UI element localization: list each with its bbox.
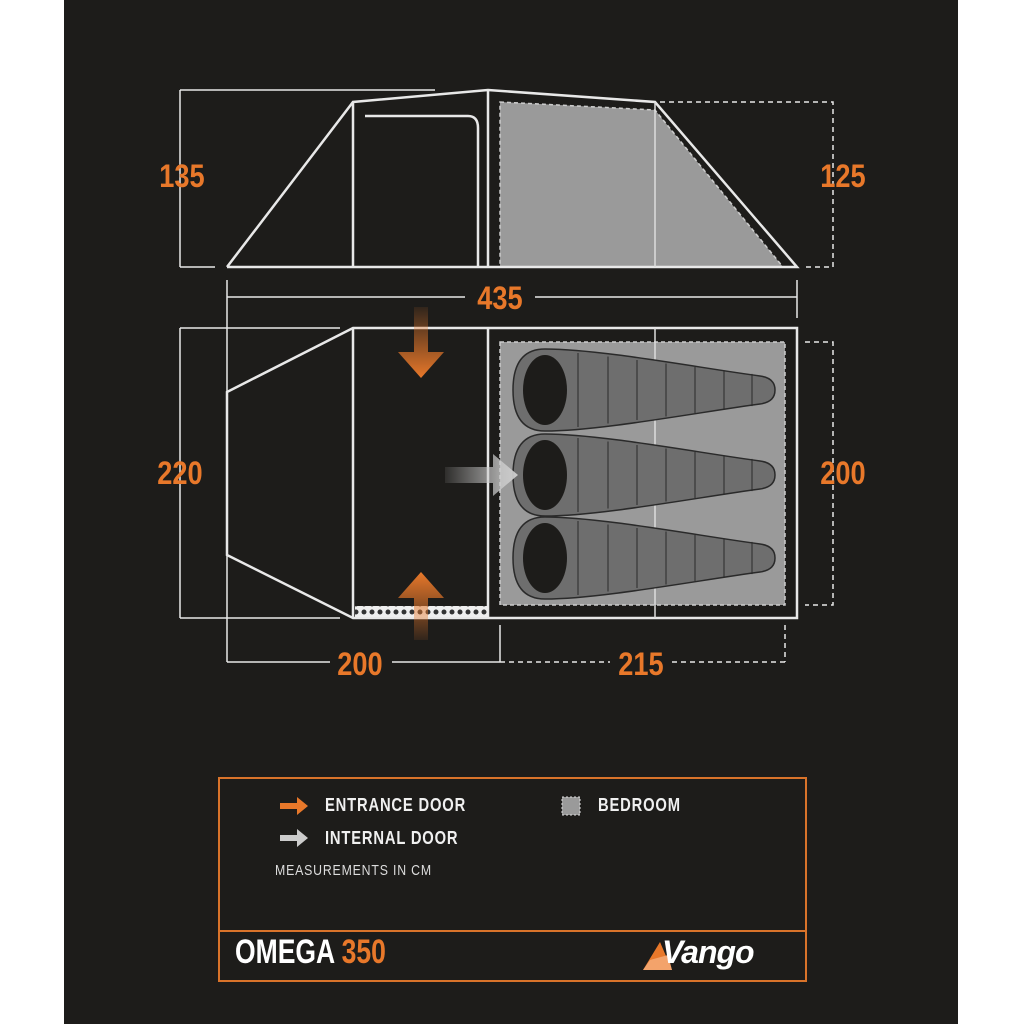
dim-side-right-height: 125	[820, 159, 865, 195]
legend-box	[218, 777, 807, 982]
dim-floor-left-width: 220	[157, 456, 202, 492]
dim-floor-right-width: 200	[820, 456, 865, 492]
legend-bedroom: BEDROOM	[598, 795, 681, 815]
side-bedroom-area	[499, 101, 785, 268]
side-outline	[226, 88, 800, 269]
product-model: 350	[341, 933, 386, 971]
product-name-text: OMEGA	[235, 933, 335, 971]
measurements-note: MEASUREMENTS IN CM	[275, 862, 432, 879]
dim-living-length: 200	[337, 647, 382, 683]
legend-internal-door: INTERNAL DOOR	[325, 828, 459, 848]
dim-side-left-height: 135	[159, 159, 204, 195]
product-name: OMEGA 350	[235, 933, 386, 972]
internal-door-arrow	[445, 454, 518, 496]
sleeping-bags	[512, 348, 776, 600]
sleeping-bag-hood	[523, 440, 567, 510]
legend-entrance-door: ENTRANCE DOOR	[325, 795, 467, 815]
entrance-arrow-top	[398, 307, 444, 378]
total-length-line	[226, 280, 798, 662]
sleeping-bag-hood	[523, 523, 567, 593]
sleeping-bag-hood	[523, 355, 567, 425]
legend-divider	[220, 930, 805, 932]
vango-logo-text: Vango	[662, 934, 755, 970]
entrance-arrow-bottom	[398, 572, 444, 640]
side-view	[179, 88, 834, 269]
side-door	[365, 114, 480, 267]
dim-bedroom-length: 215	[618, 647, 663, 683]
dim-total-length: 435	[477, 281, 522, 317]
